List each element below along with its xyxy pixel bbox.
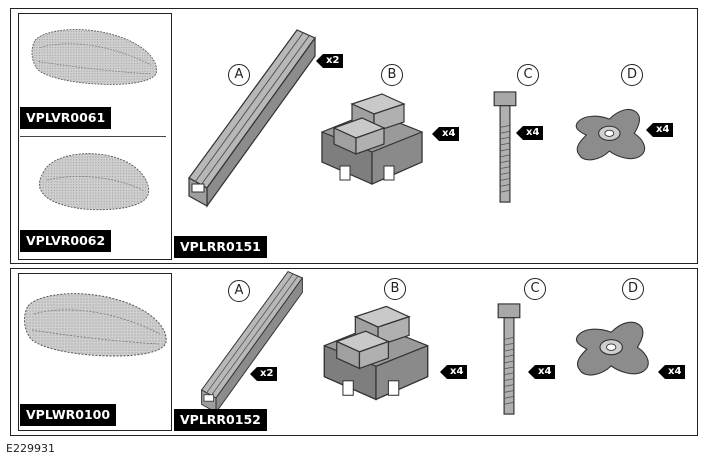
top-part-a-qty-text: x2 <box>323 54 344 68</box>
bottom-part-b-label: B <box>384 278 406 300</box>
part-code-vplrr0152: VPLRR0152 <box>174 409 267 431</box>
bottom-knob-d-image <box>575 321 649 376</box>
bottom-clamp-b-image <box>323 305 429 401</box>
arrow-left-icon <box>440 365 447 379</box>
bottom-part-d-qty: x4 <box>658 365 686 379</box>
arrow-left-icon <box>432 127 439 141</box>
roof-box-vplvr0061-image <box>31 29 158 85</box>
top-part-b-qty-text: x4 <box>439 127 460 141</box>
bottom-bolt-c-image <box>497 303 521 415</box>
arrow-left-icon <box>646 123 653 137</box>
top-subpanel-divider <box>20 136 166 137</box>
arrow-left-icon <box>516 126 523 140</box>
top-part-b-label: B <box>381 64 403 86</box>
top-part-d-qty-text: x4 <box>653 123 674 137</box>
figure-id: E229931 <box>6 442 55 455</box>
top-part-d-label: D <box>621 64 643 86</box>
bottom-part-b-qty-text: x4 <box>447 365 468 379</box>
arrow-left-icon <box>658 365 665 379</box>
roof-box-vplvr0062-image <box>38 153 150 211</box>
top-part-a-qty: x2 <box>316 54 344 68</box>
bottom-part-b-qty: x4 <box>440 365 468 379</box>
bottom-part-d-label: D <box>622 278 644 300</box>
bottom-part-c-qty: x4 <box>528 365 556 379</box>
bottom-part-c-qty-text: x4 <box>535 365 556 379</box>
part-code-vplrr0151: VPLRR0151 <box>174 236 267 258</box>
roof-box-vplwr0100-image <box>23 293 167 357</box>
bottom-part-c-label: C <box>524 278 546 300</box>
part-code-vplwr0100: VPLWR0100 <box>20 404 117 426</box>
top-bolt-c-image <box>493 91 517 203</box>
top-part-b-qty: x4 <box>432 127 460 141</box>
top-part-a-label: A <box>228 64 250 86</box>
part-code-vplvr0061: VPLVR0061 <box>20 107 112 129</box>
top-part-c-label: C <box>517 64 539 86</box>
bottom-part-a-label: A <box>228 280 250 302</box>
bottom-part-d-qty-text: x4 <box>665 365 686 379</box>
arrow-left-icon <box>316 54 323 68</box>
top-part-c-qty-text: x4 <box>523 126 544 140</box>
part-code-vplvr0062: VPLVR0062 <box>20 230 112 252</box>
top-knob-d-image <box>575 108 646 161</box>
bottom-part-a-qty-text: x2 <box>257 367 278 381</box>
top-part-c-qty: x4 <box>516 126 544 140</box>
arrow-left-icon <box>250 367 257 381</box>
bottom-rail-a-image <box>201 271 303 413</box>
arrow-left-icon <box>528 365 535 379</box>
top-part-d-qty: x4 <box>646 123 674 137</box>
bottom-part-a-qty: x2 <box>250 367 278 381</box>
top-clamp-b-image <box>321 93 423 185</box>
top-rail-a-image <box>188 29 316 207</box>
